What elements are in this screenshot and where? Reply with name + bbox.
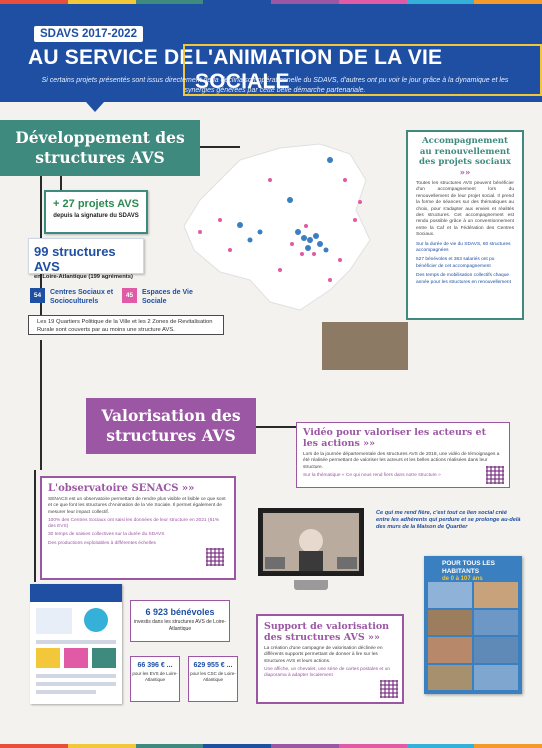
campaign-poster: POUR TOUS LES HABITANTS de 0 à 107 ans <box>424 556 522 694</box>
double-chevron-icon: »» <box>459 167 471 178</box>
qr-code-icon <box>486 466 504 484</box>
poster-years: de 0 à 107 ans <box>442 576 483 582</box>
support-bullet: Une affiche, un chevalet, une série de c… <box>264 666 391 679</box>
accompaniment-bullet-2: 527 bénévoles et 363 salariés ont pu bén… <box>416 257 495 269</box>
double-chevron-icon: »» <box>368 632 380 643</box>
support-title: Support de valorisation des structures A… <box>264 621 390 643</box>
connector-line <box>40 340 42 470</box>
badge-espaces-count: 45 <box>122 288 137 303</box>
workshop-photo <box>322 322 408 370</box>
funding-csc-stat: 629 955 € ... pour les CSC de Loire-Atla… <box>188 656 238 702</box>
section2-title: Valorisation des structures AVS <box>86 398 256 454</box>
monitor-stand <box>294 580 328 590</box>
connector-line <box>34 470 36 582</box>
senacs-card: L'observatoire SENACS »» SENACS est un o… <box>40 476 236 580</box>
badge-centres-label: Centres Sociaux et Socioculturels <box>50 289 114 305</box>
year-badge: SDAVS 2017-2022 <box>34 26 143 42</box>
funding-evs-label: pour les EVS de Loire-Atlantique <box>132 671 178 682</box>
poster-title: POUR TOUS LES HABITANTS <box>442 560 495 575</box>
video-link: Sur la thématique « Ce qui nous rend fie… <box>303 472 441 478</box>
stat-total-structures: 99 structures AVS en Loire-Atlantique (1… <box>28 238 144 280</box>
title-part1: AU SERVICE DE <box>28 46 194 69</box>
qr-code-icon <box>380 680 398 698</box>
stat-new-projects: + 27 projets AVS depuis la signature du … <box>44 190 148 234</box>
qr-code-icon <box>206 548 224 566</box>
senacs-body: SENACS est un observatoire permettant de… <box>48 497 226 515</box>
funding-evs-value: 66 396 € ... <box>137 662 173 669</box>
stat-new-value: + 27 projets AVS <box>53 198 139 210</box>
poster-photo-grid <box>428 582 518 690</box>
zones-coverage-note: Les 19 Quartiers Politique de la Ville e… <box>28 315 224 335</box>
flyer-infographic-icon <box>30 584 122 694</box>
connector-line <box>60 176 62 190</box>
volunteers-stat: 6 923 bénévoles investis dans les struct… <box>130 600 230 642</box>
video-body: Lors de la journée départementale des st… <box>303 452 500 470</box>
video-play-icon <box>263 513 359 571</box>
video-title: Vidéo pour valoriser les acteurs et les … <box>303 427 486 449</box>
double-chevron-icon: »» <box>181 483 195 494</box>
badge-centres-count: 54 <box>30 288 45 303</box>
top-color-stripe <box>0 0 542 4</box>
badge-espaces-label: Espaces de Vie Sociale <box>142 289 193 305</box>
accompaniment-card: Accompagnement au renouvellement des pro… <box>406 130 524 320</box>
header-subtitle: Si certains projets présentés sont issus… <box>41 77 509 94</box>
section1-title: Développement des structures AVS <box>0 120 200 176</box>
double-chevron-icon: »» <box>363 438 376 449</box>
stat-new-label: depuis la signature du SDAVS <box>53 213 139 219</box>
title-part2: L'ANIMATION DE LA VIE SOCIALE <box>183 44 542 96</box>
video-monitor <box>258 508 364 576</box>
senacs-bullet-2: 30 temps de saisies collectives sur la d… <box>48 532 165 538</box>
senacs-flyer <box>30 584 122 704</box>
senacs-bullet-3: Des productions exploitables à différent… <box>48 540 156 546</box>
funding-evs-stat: 66 396 € ... pour les EVS de Loire-Atlan… <box>130 656 180 702</box>
volunteers-value: 6 923 bénévoles <box>145 607 215 617</box>
accompaniment-title: Accompagnement au renouvellement des pro… <box>419 136 511 167</box>
funding-csc-value: 629 955 € ... <box>193 662 233 669</box>
support-card: Support de valorisation des structures A… <box>256 614 404 704</box>
connector-line <box>256 426 296 428</box>
video-card: Vidéo pour valoriser les acteurs et les … <box>296 422 510 488</box>
senacs-bullet-1: 100% des Centres Sociaux ont saisi les d… <box>48 517 220 530</box>
stat-total-label: en Loire-Atlantique (199 agréments) <box>34 274 133 280</box>
support-body: La création d'une campagne de valorisati… <box>264 646 383 664</box>
header-pointer-icon <box>86 102 104 112</box>
funding-csc-label: pour les CSC de Loire-Atlantique <box>190 671 236 682</box>
testimonial-quote: Ce qui me rend fière, c'est tout ce lien… <box>376 510 521 531</box>
header-banner: SDAVS 2017-2022 AU SERVICE DE L'ANIMATIO… <box>0 4 542 102</box>
accompaniment-bullet-1: Sur la durée de vie du SDAVS, 60 structu… <box>416 241 511 254</box>
accompaniment-bullet-3: Des temps de mobilisation collectifs cha… <box>416 273 511 285</box>
stat-total-value: 99 structures AVS <box>34 244 116 274</box>
volunteers-label: investis dans les structures AVS de Loir… <box>134 619 226 632</box>
connector-line <box>200 146 240 148</box>
senacs-title: L'observatoire SENACS <box>48 483 179 494</box>
accompaniment-body: Toutes les structures AVS peuvent bénéfi… <box>416 181 514 238</box>
video-screen <box>263 513 359 571</box>
loire-atlantique-map-icon <box>183 143 371 311</box>
bottom-color-stripe <box>0 744 542 748</box>
